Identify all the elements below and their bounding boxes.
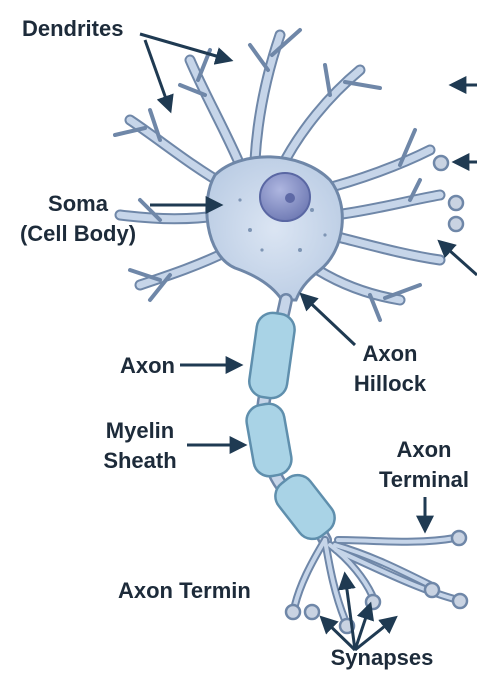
label-dendrites: Dendrites bbox=[22, 16, 123, 41]
synaptic-terminal-bulbs bbox=[286, 531, 467, 633]
nucleus bbox=[260, 173, 310, 221]
arrow-synapse-1 bbox=[345, 575, 355, 650]
nucleolus bbox=[285, 193, 295, 203]
myelin-segment bbox=[244, 401, 294, 479]
arrow-dendrites-2 bbox=[145, 40, 170, 110]
arrow-axon-hillock bbox=[302, 295, 355, 345]
label-myelin-line2: Sheath bbox=[103, 448, 176, 473]
myelin-sheath-segments bbox=[244, 311, 341, 546]
label-axon: Axon bbox=[120, 353, 175, 378]
label-myelin-line1: Myelin bbox=[106, 418, 174, 443]
arrow-right-lower bbox=[440, 242, 477, 275]
label-soma-line2: (Cell Body) bbox=[20, 221, 136, 246]
myelin-segment bbox=[247, 311, 296, 400]
label-axon-termin: Axon Termin bbox=[118, 578, 251, 603]
label-axon-hillock-line1: Axon bbox=[363, 341, 418, 366]
knob bbox=[449, 217, 463, 231]
label-axon-hillock-line2: Hillock bbox=[354, 371, 427, 396]
label-soma-line1: Soma bbox=[48, 191, 109, 216]
knob bbox=[434, 156, 448, 170]
label-axon-terminal-line2: Terminal bbox=[379, 467, 469, 492]
knob bbox=[449, 196, 463, 210]
label-synapses: Synapses bbox=[331, 645, 434, 670]
label-axon-terminal-line1: Axon bbox=[397, 437, 452, 462]
arrow-dendrites-1 bbox=[140, 34, 230, 60]
